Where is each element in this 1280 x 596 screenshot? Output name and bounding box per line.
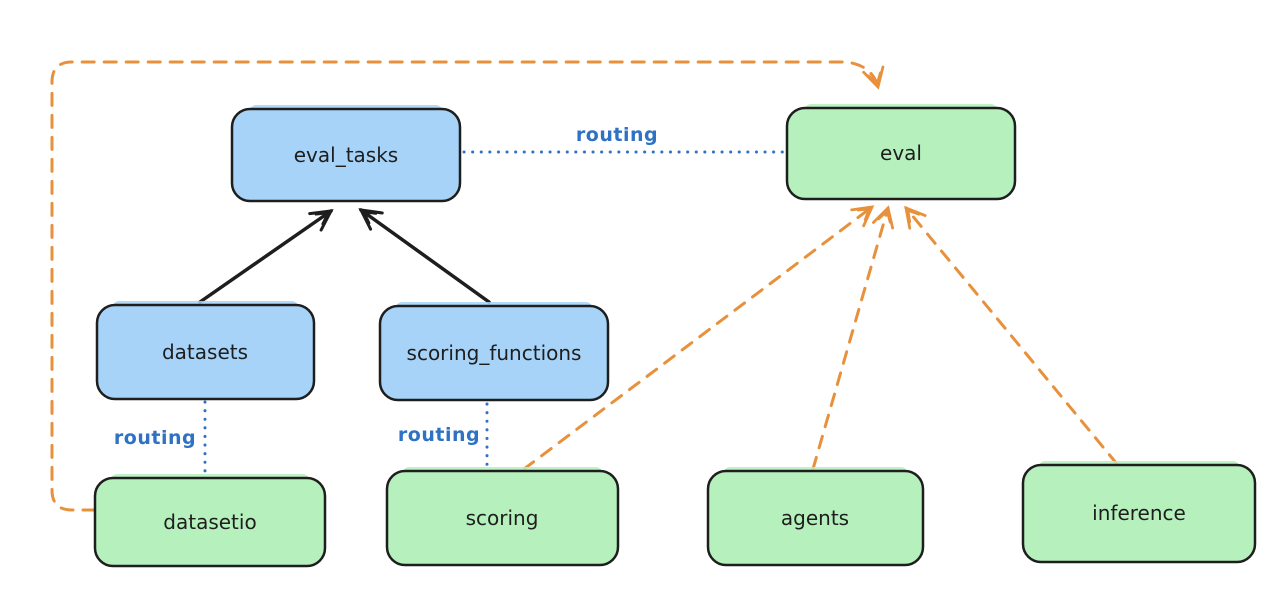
node-scoring: scoring xyxy=(385,467,620,567)
node-scoring-label: scoring xyxy=(466,506,539,530)
node-scoring-box xyxy=(385,469,620,567)
node-inference: inference xyxy=(1021,461,1257,564)
node-eval-tasks: eval_tasks xyxy=(230,105,462,203)
node-scoring-functions-box xyxy=(378,304,610,402)
node-inference-box xyxy=(1021,463,1257,564)
node-datasets: datasets xyxy=(95,301,316,401)
edge-datasetio-to-eval xyxy=(50,60,885,512)
node-scoring-functions: scoring_functions xyxy=(378,302,610,402)
node-eval-tasks-box xyxy=(230,107,462,203)
node-eval-label: eval xyxy=(880,141,922,165)
node-agents: agents xyxy=(706,467,925,567)
routing-label-scoring: routing xyxy=(398,424,480,446)
routing-label-datasets: routing xyxy=(114,427,196,449)
node-datasetio: datasetio xyxy=(93,474,327,568)
node-datasets-label: datasets xyxy=(162,340,248,364)
node-eval: eval xyxy=(785,104,1017,201)
node-datasetio-label: datasetio xyxy=(163,510,256,534)
edge-inference-to-eval xyxy=(904,205,1119,466)
routing-label-top: routing xyxy=(576,124,658,146)
node-eval-box xyxy=(785,106,1017,201)
node-scoring-functions-label: scoring_functions xyxy=(407,341,582,365)
node-datasets-box xyxy=(95,303,316,401)
node-eval-tasks-label: eval_tasks xyxy=(294,143,398,167)
edge-agents-to-eval xyxy=(811,205,895,471)
node-inference-label: inference xyxy=(1092,501,1186,525)
node-agents-label: agents xyxy=(781,506,849,530)
node-agents-box xyxy=(706,469,925,567)
edge-scoring-functions-to-eval-tasks xyxy=(358,208,491,304)
node-datasetio-box xyxy=(93,476,327,568)
edge-scoring-to-eval xyxy=(522,205,875,471)
edge-datasets-to-eval-tasks xyxy=(198,209,334,304)
